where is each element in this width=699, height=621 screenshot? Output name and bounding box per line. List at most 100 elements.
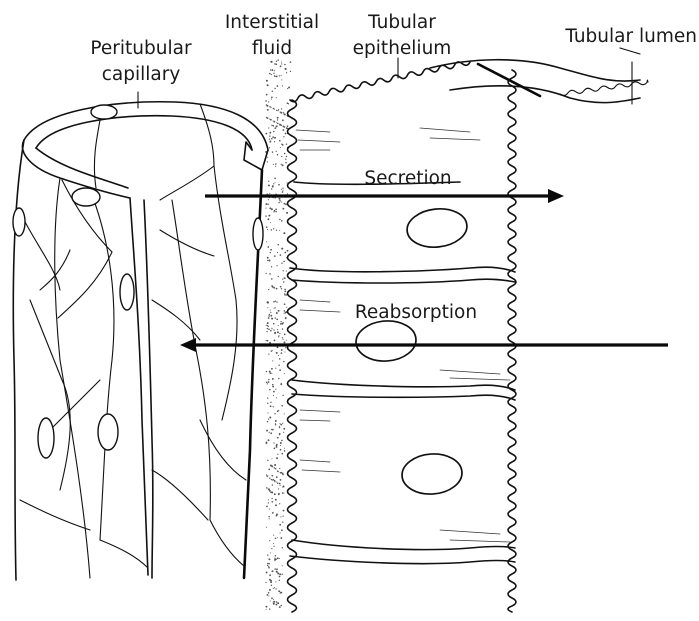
- stipple-dot: [282, 190, 283, 191]
- stipple-dot: [280, 65, 282, 67]
- stipple-dot: [269, 432, 270, 433]
- stipple-dot: [274, 480, 276, 482]
- stipple-dot: [286, 212, 288, 214]
- stipple-dot: [286, 72, 287, 73]
- stipple-dot: [276, 122, 277, 123]
- stipple-dot: [271, 229, 273, 231]
- stipple-dot: [266, 474, 267, 475]
- stipple-dot: [287, 182, 288, 183]
- stipple-dot: [281, 108, 282, 109]
- stipple-dot: [276, 601, 278, 603]
- stipple-dot: [283, 493, 284, 494]
- stipple-dot: [268, 592, 270, 594]
- stipple-dot: [278, 244, 280, 246]
- stipple-dot: [271, 208, 273, 210]
- epithelium-top-edge: [290, 62, 470, 102]
- stipple-dot: [279, 573, 281, 575]
- stipple-dot: [276, 76, 278, 78]
- stipple-dot: [273, 546, 274, 547]
- stipple-dot: [274, 467, 276, 469]
- stipple-dot: [274, 70, 275, 71]
- stipple-dot: [267, 326, 268, 327]
- stipple-dot: [282, 574, 283, 575]
- stipple-dot: [274, 177, 276, 179]
- stipple-dot: [283, 361, 284, 362]
- stipple-dot: [288, 87, 290, 89]
- stipple-dot: [281, 248, 283, 250]
- stipple-dot: [282, 191, 284, 193]
- stipple-dot: [280, 321, 281, 322]
- cell-junction: [290, 267, 515, 272]
- stipple-dot: [267, 257, 269, 259]
- stipple-dot: [272, 378, 274, 380]
- stipple-dot: [268, 289, 269, 290]
- stipple-dot: [271, 188, 272, 189]
- stipple-dot: [272, 386, 274, 388]
- stipple-dot: [280, 537, 282, 539]
- stipple-dot: [281, 156, 282, 157]
- stipple-dot: [281, 288, 282, 289]
- stipple-dot: [280, 605, 282, 607]
- stipple-dot: [267, 460, 268, 461]
- stipple-dot: [290, 71, 291, 72]
- stipple-dot: [277, 154, 278, 155]
- stipple-dot: [273, 395, 274, 396]
- stipple-dot: [284, 295, 285, 296]
- stipple-dot: [266, 94, 268, 96]
- stipple-dot: [278, 276, 279, 277]
- stipple-dot: [269, 136, 270, 137]
- stipple-dot: [266, 571, 268, 573]
- stipple-dot: [272, 384, 274, 386]
- stipple-dot: [270, 402, 271, 403]
- stipple-dot: [282, 395, 283, 396]
- stipple-dot: [282, 522, 283, 523]
- stipple-dot: [275, 423, 276, 424]
- stipple-dot: [276, 110, 277, 111]
- stipple-dot: [284, 313, 285, 314]
- stipple-dot: [270, 312, 271, 313]
- capillary-left-wall: [13, 140, 24, 580]
- stipple-dot: [273, 479, 275, 481]
- stipple-dot: [268, 199, 269, 200]
- stipple-dot: [267, 109, 269, 111]
- stipple-dot: [273, 120, 274, 121]
- stipple-dot: [271, 429, 272, 430]
- stipple-dot: [271, 548, 272, 549]
- stipple-dot: [282, 323, 283, 324]
- stipple-dot: [282, 119, 284, 121]
- stipple-dot: [267, 328, 268, 329]
- stipple-dot: [282, 129, 284, 131]
- stipple-dot: [267, 260, 268, 261]
- stipple-dot: [269, 516, 270, 517]
- stipple-dot: [283, 261, 285, 263]
- stipple-dot: [274, 308, 275, 309]
- stipple-dot: [268, 499, 269, 500]
- stipple-dot: [288, 103, 289, 104]
- stipple-dot: [271, 492, 273, 494]
- stipple-dot: [266, 430, 268, 432]
- stipple-dot: [275, 538, 277, 540]
- stipple-dot: [267, 340, 269, 342]
- stipple-dot: [280, 424, 282, 426]
- stipple-dot: [282, 423, 283, 424]
- stipple-dot: [286, 340, 287, 341]
- stipple-dot: [284, 334, 286, 336]
- stipple-dot: [269, 147, 270, 148]
- stipple-dot: [284, 289, 286, 291]
- stipple-dot: [268, 215, 270, 217]
- stipple-dot: [268, 558, 270, 560]
- stipple-dot: [266, 594, 268, 596]
- stipple-dot: [270, 252, 271, 253]
- stipple-dot: [285, 294, 287, 296]
- stipple-dot: [285, 162, 287, 164]
- stipple-dot: [271, 350, 272, 351]
- stipple-dot: [279, 606, 281, 608]
- stipple-dot: [287, 88, 288, 89]
- stipple-dot: [265, 133, 267, 135]
- stipple-dot: [275, 301, 276, 302]
- stipple-dot: [273, 601, 275, 603]
- stipple-dot: [281, 75, 282, 76]
- stipple-dot: [274, 413, 275, 414]
- stipple-dot: [282, 208, 284, 210]
- stipple-dot: [272, 570, 274, 572]
